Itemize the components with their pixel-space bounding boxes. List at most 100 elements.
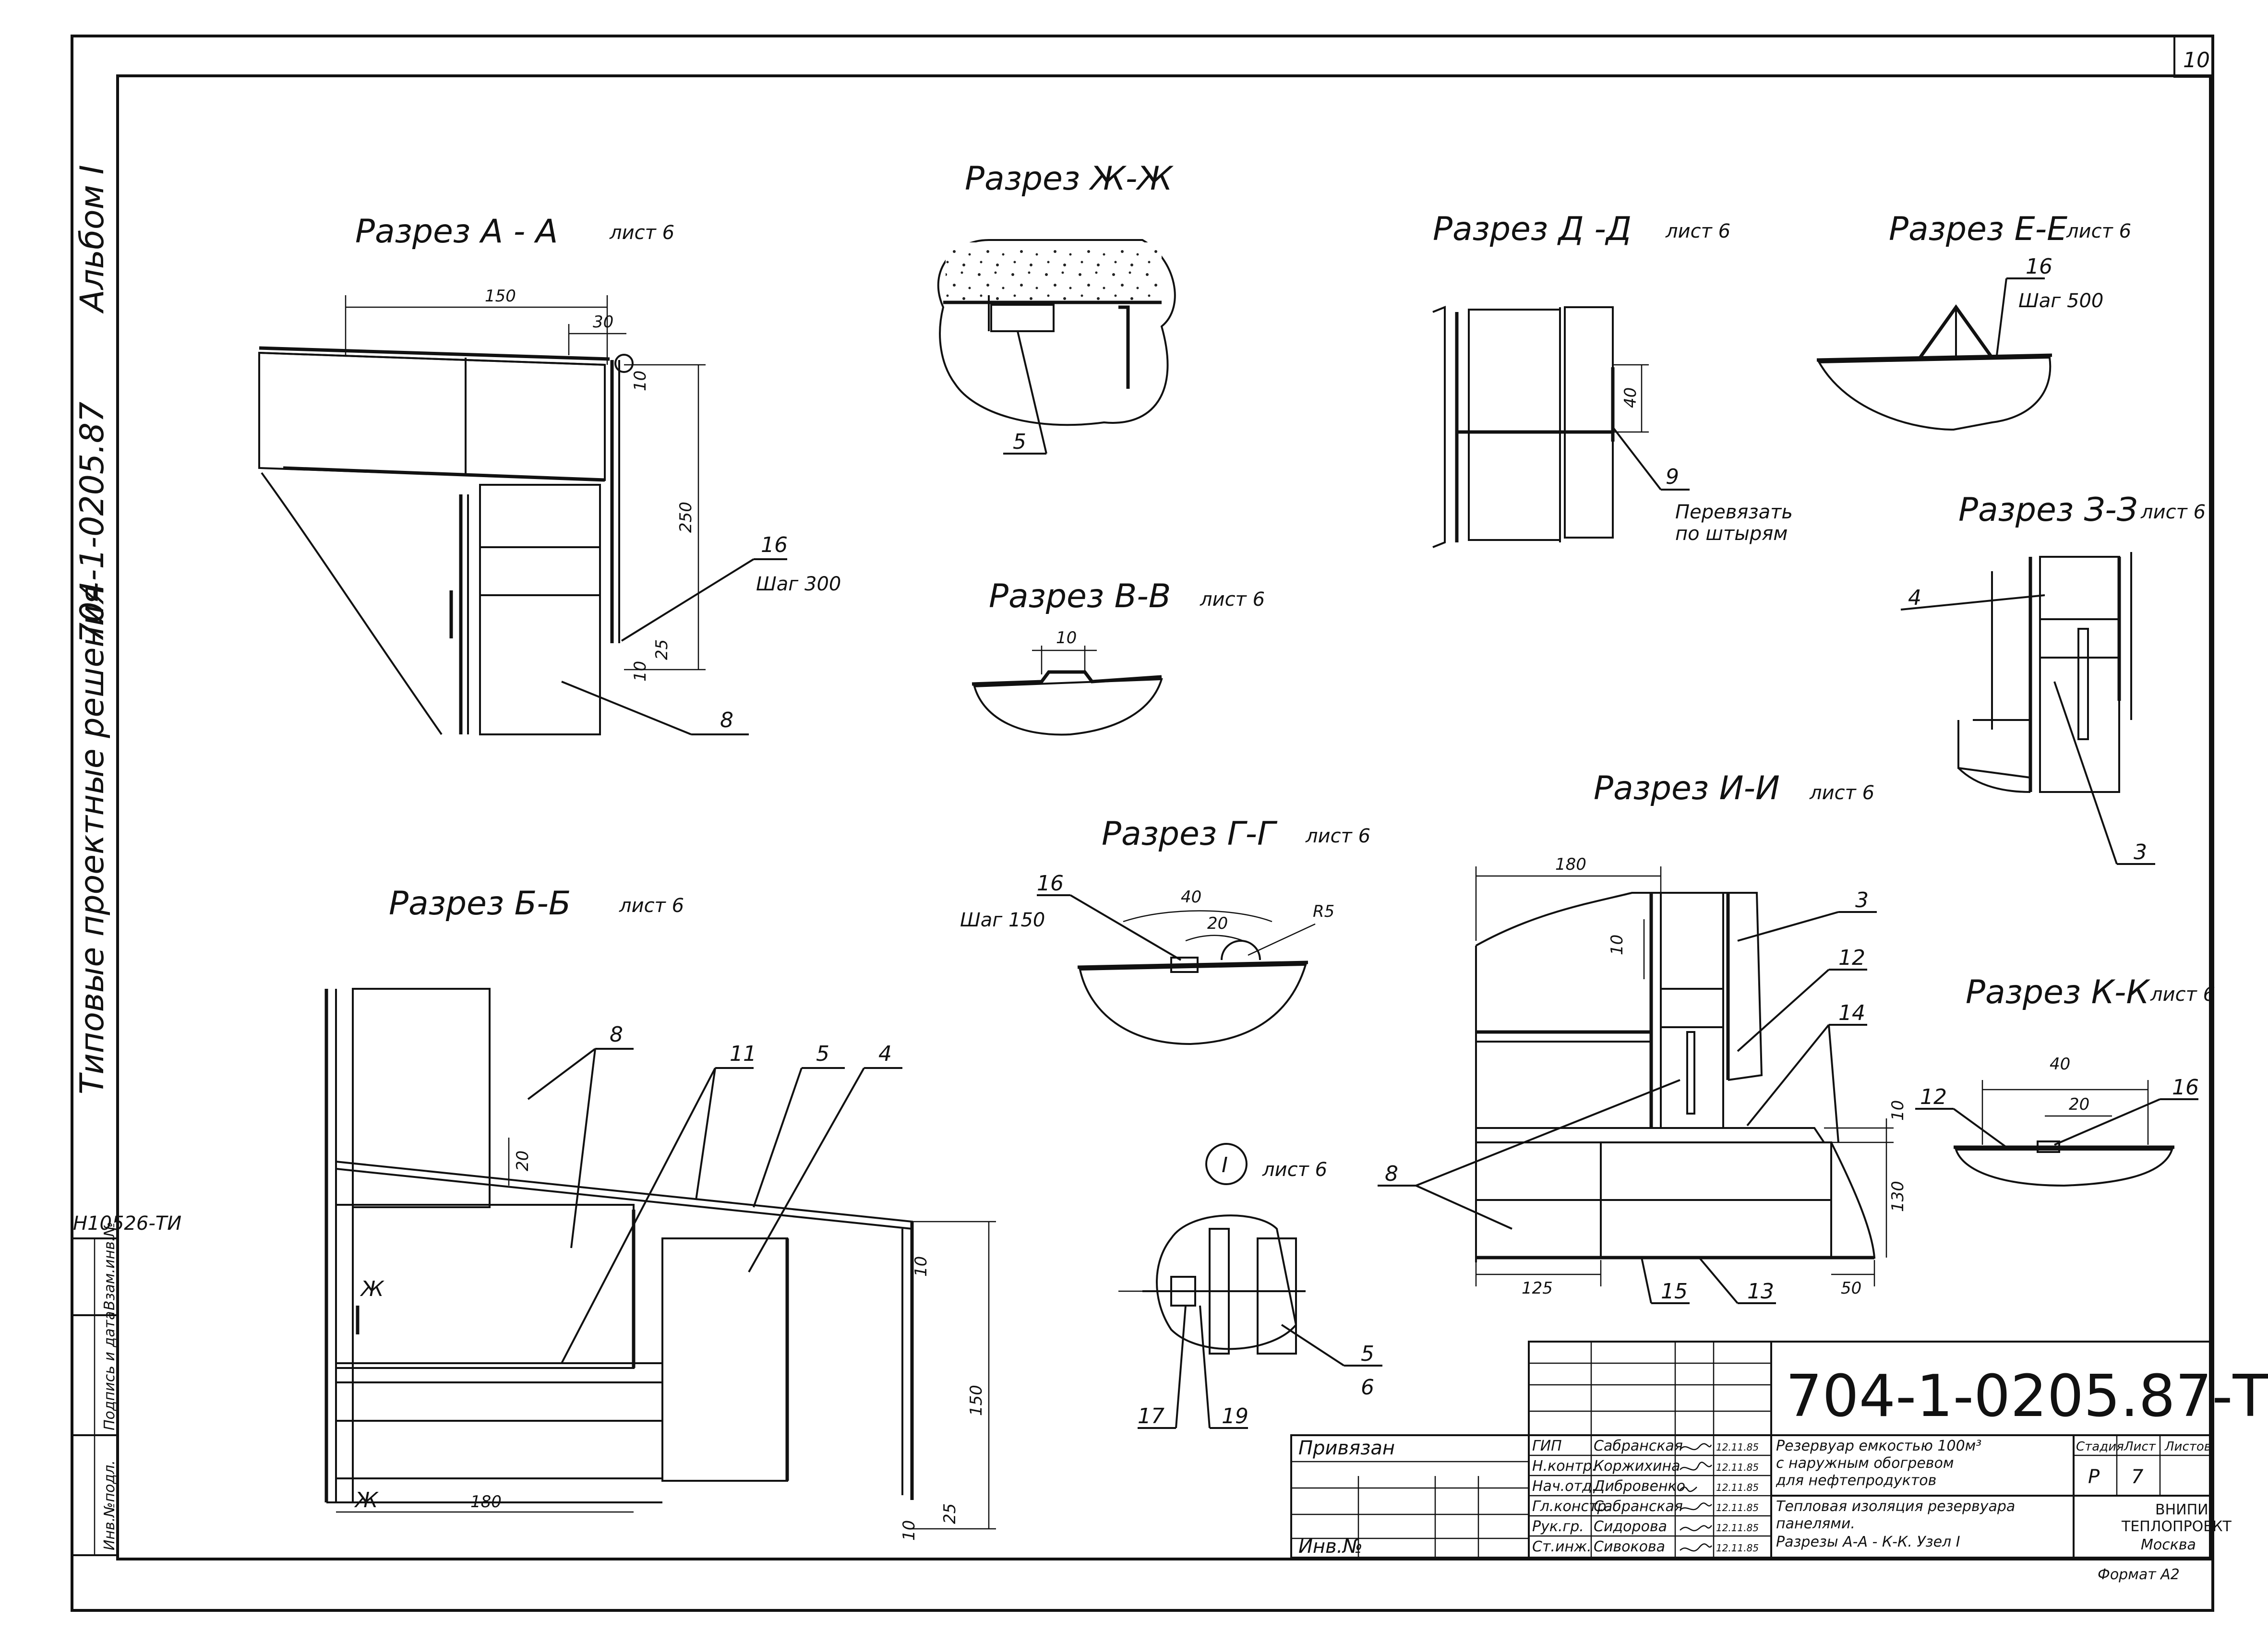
ii-callout-8: 8 (1385, 1162, 1398, 1186)
role-st-inzh: Ст.инж. (1532, 1538, 1592, 1555)
date-4: 12.11.85 (1716, 1502, 1759, 1513)
aa-dim-150: 150 (485, 287, 516, 306)
section-vv-ref: лист 6 (1200, 588, 1265, 611)
bb-mark-zh-bottom: Ж (354, 1488, 379, 1512)
stamp-signature-date: Подпись и дата (101, 1311, 118, 1431)
section-ii-ref: лист 6 (1809, 782, 1874, 804)
gg-dim-20: 20 (1207, 914, 1228, 933)
sheet-frame (71, 35, 2214, 1612)
ee-note-step: Шаг 500 (2018, 290, 2103, 312)
dd-note-line2: по штырям (1675, 523, 1788, 545)
date-1: 12.11.85 (1716, 1441, 1759, 1453)
ii-dim-125: 125 (1522, 1279, 1553, 1298)
sheets-header: Листов (2164, 1440, 2211, 1454)
section-zz-ref: лист 6 (2140, 501, 2206, 523)
section-ee-title: Разрез Е-Е (1889, 210, 2067, 248)
inv-label: Инв.№ (1298, 1536, 1363, 1558)
dd-dim-40: 40 (1621, 387, 1640, 408)
date-3: 12.11.85 (1716, 1482, 1759, 1493)
title-block: 704-1-0205.87-ТИ Привязан Инв.№ ГИП Н.ко… (1290, 1341, 2268, 1559)
sheet-no-value: 7 (2131, 1466, 2144, 1488)
node-i-label: I (1222, 1153, 1228, 1177)
section-aa-title: Разрез А - А (355, 213, 558, 251)
aa-dim-10-bottom: 10 (631, 661, 650, 682)
section-dd-title: Разрез Д -Д (1433, 210, 1632, 248)
name-1: Сабранская (1594, 1438, 1683, 1454)
org-line-3: Москва (2141, 1536, 2196, 1553)
node-callout-19: 19 (1222, 1404, 1248, 1428)
role-gip: ГИП (1532, 1438, 1562, 1454)
ii-callout-13: 13 (1747, 1279, 1774, 1304)
section-zhzh-title: Разрез Ж-Ж (965, 160, 1174, 198)
ii-dim-10-left: 10 (1608, 935, 1627, 955)
aa-dim-25: 25 (652, 639, 672, 660)
section-aa: Разрез А - А лист 6 150 30 10 250 (258, 213, 841, 735)
ii-callout-15: 15 (1661, 1279, 1688, 1304)
kk-dim-20: 20 (2069, 1095, 2089, 1114)
vertical-doc-code: 704-1-0205.87 (73, 402, 111, 643)
role-nach-otd: Нач.отд. (1532, 1478, 1596, 1495)
node-i-ref: лист 6 (1262, 1159, 1327, 1181)
bb-dim-25: 25 (940, 1503, 960, 1524)
ii-dim-50: 50 (1841, 1279, 1861, 1298)
bb-callout-8: 8 (610, 1022, 623, 1047)
section-kk-title: Разрез К-К (1966, 973, 2150, 1011)
bb-dim-10-top: 10 (912, 1256, 931, 1277)
object-line-2: с наружным обогревом (1776, 1455, 1954, 1472)
zz-callout-3: 3 (2134, 840, 2147, 864)
ii-callout-12: 12 (1838, 946, 1865, 970)
bb-dim-150: 150 (967, 1385, 986, 1416)
stamp-zam-inv: Взам.инв.№ (101, 1222, 118, 1310)
section-bb-title: Разрез Б-Б (389, 885, 571, 923)
kk-dim-40: 40 (2050, 1055, 2070, 1074)
zz-callout-4: 4 (1908, 586, 1921, 610)
bb-dim-20: 20 (513, 1151, 532, 1171)
name-6: Сивокова (1594, 1538, 1665, 1555)
ii-dim-10-right: 10 (1888, 1100, 1908, 1121)
bb-callout-4: 4 (878, 1042, 892, 1066)
bb-dim-180: 180 (470, 1492, 502, 1512)
aa-callout-16: 16 (761, 533, 788, 557)
section-zz-title: Разрез З-З (1958, 491, 2137, 529)
section-zz: Разрез З-З лист 6 4 3 (1900, 491, 2206, 865)
kk-callout-16: 16 (2172, 1075, 2199, 1100)
section-aa-ref: лист 6 (609, 222, 674, 244)
sheet-line-1: Тепловая изоляция резервуара (1776, 1498, 2015, 1515)
aa-callout-8: 8 (720, 708, 733, 732)
ii-dim-130: 130 (1888, 1181, 1908, 1212)
name-3: Дибровенко (1593, 1478, 1685, 1495)
aa-dim-30: 30 (593, 312, 613, 332)
gg-dim-r5: R5 (1313, 902, 1334, 921)
sheet-line-2: панелями. (1776, 1515, 1855, 1532)
dd-callout-9: 9 (1666, 465, 1679, 489)
org-line-1: ВНИПИ (2155, 1501, 2208, 1518)
section-gg-title: Разрез Г-Г (1102, 815, 1278, 853)
series-label: Типовые проектные решения (73, 585, 111, 1094)
node-i: I лист 6 5 6 17 19 (1118, 1143, 1382, 1429)
aa-note-step: Шаг 300 (756, 573, 841, 595)
date-5: 12.11.85 (1716, 1522, 1759, 1534)
section-zhzh: Разрез Ж-Ж 5 (937, 160, 1176, 455)
signatures (1680, 1443, 1713, 1552)
sheet-header: Лист (2124, 1440, 2156, 1454)
section-vv-title: Разрез В-В (989, 577, 1171, 615)
section-bb-ref: лист 6 (619, 895, 684, 917)
role-ruk-gr: Рук.гр. (1532, 1518, 1584, 1535)
ii-callout-3: 3 (1855, 888, 1869, 912)
org-line-2: ТЕПЛОПРОЕКТ (2121, 1518, 2232, 1535)
section-dd: Разрез Д -Д лист 6 40 9 Перевязать по шт… (1432, 210, 1793, 548)
section-gg: Разрез Г-Г лист 6 40 20 R5 16 Шаг 150 (960, 815, 1370, 1045)
ii-dim-180: 180 (1555, 855, 1586, 874)
section-gg-ref: лист 6 (1305, 825, 1370, 847)
privyazan-label: Привязан (1298, 1437, 1395, 1459)
section-ii: Разрез И-И лист 6 180 10 10 130 (1378, 769, 1908, 1304)
gg-note-step: Шаг 150 (960, 909, 1045, 931)
object-line-3: для нефтепродуктов (1776, 1472, 1936, 1489)
section-ee: Разрез Е-Е лист 6 16 Шаг 500 (1816, 210, 2131, 431)
name-5: Сидорова (1594, 1518, 1667, 1535)
inventory-code: Н10526-ТИ (73, 1212, 181, 1235)
bb-callout-11: 11 (730, 1042, 756, 1066)
stamp-inv-original: Инв.№подл. (101, 1460, 118, 1550)
object-line-1: Резервуар емкостью 100м³ (1776, 1438, 1981, 1454)
